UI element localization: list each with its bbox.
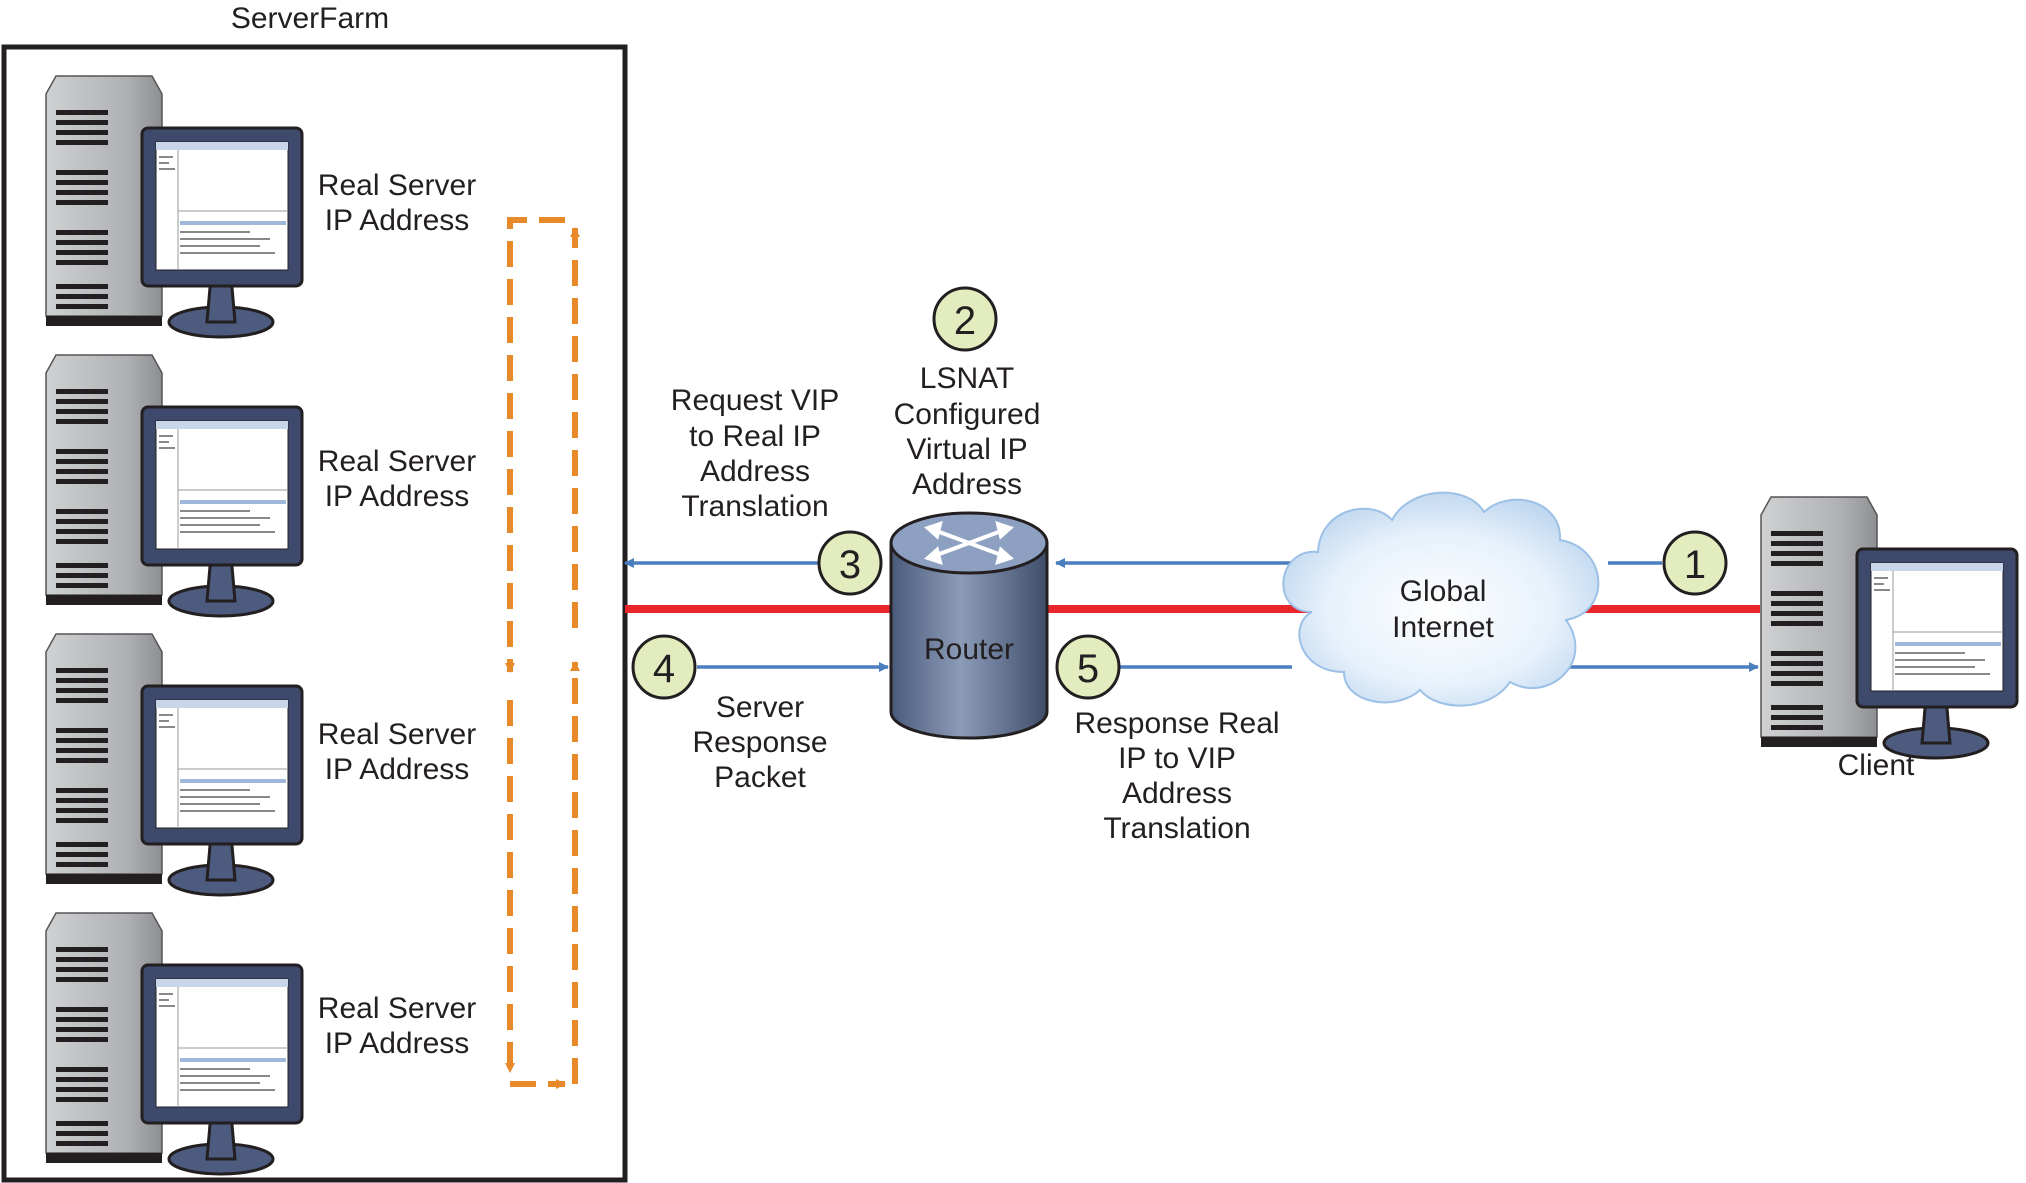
server-farm-title: ServerFarm (231, 2, 389, 35)
server-label-line2: IP Address (325, 1027, 470, 1060)
server-label-line1: Real Server (318, 718, 476, 751)
server-tower-icon (44, 74, 304, 339)
client-computer-icon (1759, 495, 2019, 760)
server-label-line1: Real Server (318, 169, 476, 202)
server-farm-border (1, 44, 628, 1183)
step-badge-5: 5 (1055, 634, 1121, 700)
step-number: 4 (653, 647, 675, 691)
client[interactable]: Client (1759, 495, 2019, 782)
server-farm: ServerFarm (1, 2, 628, 1183)
step-2-line2: Configured (894, 398, 1041, 431)
step-number: 5 (1077, 647, 1099, 691)
step-number: 1 (1684, 543, 1706, 587)
router-icon (889, 511, 1049, 740)
server-label-line2: IP Address (325, 480, 470, 513)
step-badge-4: 4 (631, 634, 697, 700)
server-label-line1: Real Server (318, 992, 476, 1025)
router[interactable]: Router (889, 511, 1049, 740)
server-tower-icon (44, 632, 304, 897)
step-3-line4: Translation (681, 490, 828, 523)
server-2[interactable]: Real Server IP Address (44, 353, 476, 618)
server-tower-icon (44, 353, 304, 618)
step-number: 3 (839, 543, 861, 587)
packet-arrows (624, 558, 1759, 672)
server-label-line2: IP Address (325, 204, 470, 237)
step-3-description: Request VIP to Real IP Address Translati… (671, 384, 839, 523)
step-2-description: LSNAT Configured Virtual IP Address (894, 362, 1041, 501)
router-label: Router (924, 633, 1014, 666)
client-label: Client (1838, 749, 1915, 782)
step-4-line2: Response (692, 726, 827, 759)
flow-down-arrow (505, 217, 565, 673)
cloud-icon (1282, 491, 1600, 707)
server-tower-icon (44, 911, 304, 1176)
step-3-line1: Request VIP (671, 384, 839, 417)
server-4[interactable]: Real Server IP Address (44, 911, 476, 1176)
step-5-line1: Response Real (1074, 707, 1279, 740)
global-internet[interactable]: Global Internet (1282, 491, 1600, 707)
step-5-line4: Translation (1103, 812, 1250, 845)
internet-label-line2: Internet (1392, 611, 1494, 644)
step-number: 2 (954, 299, 976, 343)
step-badge-3: 3 (817, 530, 883, 596)
step-3-line2: to Real IP (689, 420, 821, 453)
step-5-line2: IP to VIP (1118, 742, 1236, 775)
server-1[interactable]: Real Server IP Address (44, 74, 476, 339)
step-5-description: Response Real IP to VIP Address Translat… (1074, 707, 1279, 845)
server-label-line1: Real Server (318, 445, 476, 478)
step-2-line1: LSNAT (920, 362, 1014, 395)
internet-label-line1: Global (1400, 575, 1487, 608)
internal-flow (505, 217, 580, 1089)
step-4-line1: Server (716, 691, 804, 724)
step-3-line3: Address (700, 455, 810, 488)
step-2-line4: Address (912, 468, 1022, 501)
step-badge-2: 2 (932, 286, 998, 352)
step-5-line3: Address (1122, 777, 1232, 810)
step-4-description: Server Response Packet (692, 691, 827, 794)
server-label-line2: IP Address (325, 753, 470, 786)
step-4-line3: Packet (714, 761, 806, 794)
server-3[interactable]: Real Server IP Address (44, 632, 476, 897)
step-badge-1: 1 (1662, 530, 1728, 596)
step-2-line3: Virtual IP (906, 433, 1027, 466)
